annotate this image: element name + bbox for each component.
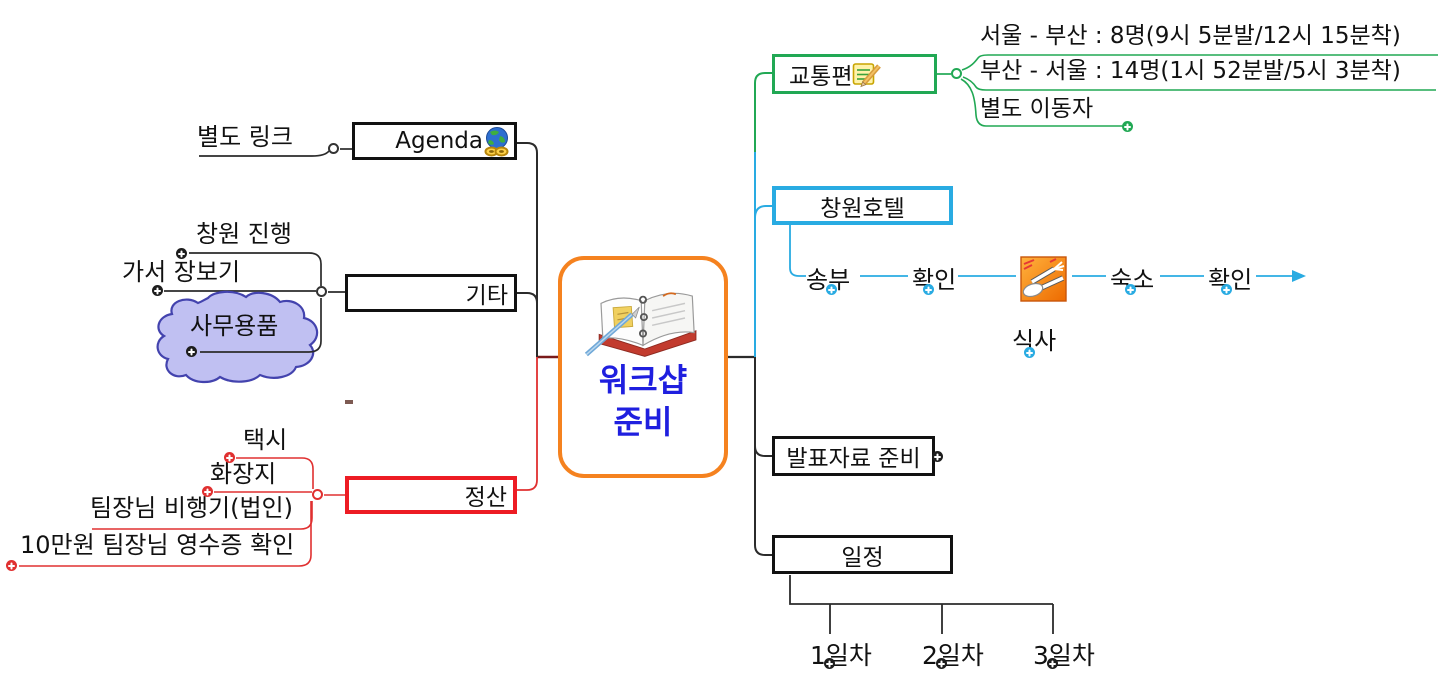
memo-pencil-icon <box>852 61 883 88</box>
edge-taxi <box>236 457 314 489</box>
expand-icon-day3[interactable] <box>1047 658 1058 669</box>
branch-line-schedule <box>754 357 772 556</box>
leaf-seoul-busan[interactable]: 서울 - 부산 : 8명(9시 5분발/12시 15분착) <box>980 23 1401 49</box>
meal-icon <box>1020 256 1067 302</box>
expand-icon-meal[interactable] <box>1024 347 1035 358</box>
expand-icon-confirm-2[interactable] <box>1221 284 1232 295</box>
node-transport[interactable]: 교통편 <box>772 54 937 94</box>
business-planner-icon <box>579 276 707 360</box>
schedule-tree-line <box>789 575 1053 605</box>
edge-office-supplies <box>200 298 322 353</box>
expand-icon-day1[interactable] <box>824 658 835 669</box>
edge-leader-flight <box>92 501 313 530</box>
expand-icon-receipt-check[interactable] <box>6 560 17 571</box>
edge-separate-movers <box>960 78 1122 127</box>
node-agenda[interactable]: Agenda <box>352 122 517 160</box>
center-title-line1: 워크샵 <box>598 361 688 399</box>
node-hotel[interactable]: 창원호텔 <box>772 186 953 225</box>
expand-icon-separate-movers[interactable] <box>1122 121 1133 132</box>
node-etc[interactable]: 기타 <box>345 274 517 312</box>
leaf-toilet-paper[interactable]: 화장지 <box>210 460 277 488</box>
leaf-separate-movers[interactable]: 별도 이동자 <box>980 96 1094 122</box>
branch-line-agenda <box>517 142 538 357</box>
expand-icon-send[interactable] <box>826 284 837 295</box>
expand-icon-office-supplies[interactable] <box>186 346 197 357</box>
node-hotel-label: 창원호텔 <box>820 195 905 222</box>
chain-line-start <box>789 225 806 277</box>
expand-icon-go-shopping[interactable] <box>152 285 163 296</box>
branch-line-transport <box>754 72 772 152</box>
node-transport-label: 교통편 <box>789 64 853 90</box>
leaf-go-shopping[interactable]: 가서 장보기 <box>122 258 241 286</box>
node-schedule[interactable]: 일정 <box>772 535 953 574</box>
expand-icon-taxi[interactable] <box>224 452 235 463</box>
node-agenda-label: Agenda <box>395 128 483 154</box>
fold-handle-agenda[interactable] <box>328 143 339 154</box>
branch-line-etc <box>517 292 538 304</box>
center-node-workshop-prep[interactable]: 워크샵 준비 <box>558 256 728 478</box>
leaf-busan-seoul[interactable]: 부산 - 서울 : 14명(1시 52분발/5시 3분착) <box>980 58 1401 84</box>
fold-handle-transport[interactable] <box>951 68 962 79</box>
leaf-office-supplies[interactable]: 사무용품 <box>190 312 279 340</box>
chain-arrow-head <box>1292 270 1306 282</box>
node-schedule-label: 일정 <box>841 544 884 571</box>
small-dash-mark <box>345 400 353 404</box>
node-settlement-label: 정산 <box>464 485 507 511</box>
edge-changwon-progress <box>189 252 322 286</box>
expand-icon-changwon-progress[interactable] <box>176 248 187 259</box>
leaf-separate-link[interactable]: 별도 링크 <box>197 123 293 151</box>
node-settlement[interactable]: 정산 <box>345 476 517 514</box>
leaf-receipt-check[interactable]: 10만원 팀장님 영수증 확인 <box>20 531 295 559</box>
edge-busan-seoul <box>962 76 1436 91</box>
leaf-leader-flight[interactable]: 팀장님 비행기(법인) <box>90 494 293 522</box>
node-presentation[interactable]: 발표자료 준비 <box>772 436 935 476</box>
node-presentation-label: 발표자료 준비 <box>786 446 921 472</box>
globe-hyperlink-icon <box>483 126 511 157</box>
expand-icon-confirm-1[interactable] <box>923 284 934 295</box>
edge-seoul-busan <box>961 54 1438 71</box>
node-etc-label: 기타 <box>465 283 508 309</box>
fold-handle-etc[interactable] <box>316 286 327 297</box>
expand-icon-lodging[interactable] <box>1125 284 1136 295</box>
cloud-shape-office-supplies <box>156 290 319 384</box>
chain-item-confirm-1[interactable]: 확인 <box>912 266 957 294</box>
leaf-day1[interactable]: 1일차 <box>810 641 872 670</box>
leaf-changwon-progress[interactable]: 창원 진행 <box>196 220 292 248</box>
expand-icon-toilet-paper[interactable] <box>202 486 213 497</box>
fold-handle-settlement[interactable] <box>312 489 323 500</box>
leaf-day2[interactable]: 2일차 <box>922 641 984 670</box>
branch-line-hotel <box>754 205 772 219</box>
edge-receipt-check <box>19 501 312 567</box>
expand-icon-presentation[interactable] <box>932 451 943 462</box>
edge-separate-link <box>199 150 330 157</box>
center-title-line2: 준비 <box>613 402 673 441</box>
leaf-day3[interactable]: 3일차 <box>1033 641 1095 670</box>
leaf-taxi[interactable]: 택시 <box>243 426 288 454</box>
expand-icon-day2[interactable] <box>936 658 947 669</box>
branch-line-settlement <box>517 357 538 491</box>
branch-line-presentation <box>754 445 772 457</box>
